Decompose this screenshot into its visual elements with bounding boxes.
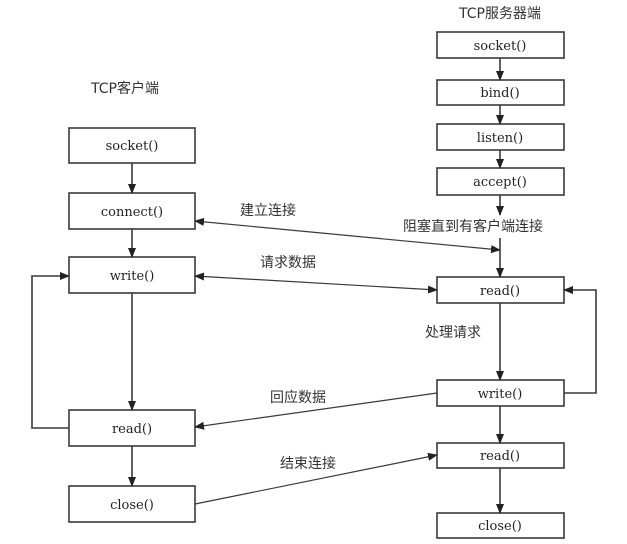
arrow-request-data: [194, 272, 438, 294]
client-write-label: write(): [110, 269, 155, 284]
server-write-box: write(): [436, 379, 565, 407]
annotation-process: 处理请求: [425, 325, 481, 341]
server-listen-box: listen(): [436, 123, 565, 151]
client-close-label: close(): [110, 498, 154, 513]
server-read-label: read(): [480, 284, 520, 299]
client-read-label: read(): [112, 422, 152, 437]
server-bind-box: bind(): [436, 79, 565, 106]
server-title: TCP服务器端: [458, 6, 541, 22]
server-socket-box: socket(): [436, 31, 565, 59]
client-connect-label: connect(): [101, 205, 163, 220]
client-connect-box: connect(): [68, 192, 196, 230]
server-write-label: write(): [478, 387, 523, 402]
client-write-box: write(): [68, 256, 196, 294]
client-read-box: read(): [68, 409, 196, 447]
server-bind-label: bind(): [480, 86, 519, 101]
server-read-2-label: read(): [480, 449, 520, 464]
client-close-box: close(): [68, 485, 196, 523]
client-title: TCP客户端: [90, 80, 159, 97]
server-socket-label: socket(): [474, 39, 527, 54]
label-end-connection: 结束连接: [280, 455, 336, 472]
server-read-2-box: read(): [436, 442, 565, 469]
server-close-box: close(): [436, 512, 565, 539]
server-accept-box: accept(): [436, 167, 565, 196]
arrow-client-loop: [31, 272, 70, 429]
arrow-server-loop: [563, 286, 597, 394]
server-read-box: read(): [436, 276, 565, 304]
annotation-block: 阻塞直到有客户端连接: [403, 218, 543, 235]
client-socket-label: socket(): [106, 139, 159, 154]
server-accept-label: accept(): [473, 175, 527, 190]
arrow-end-connection: [194, 452, 438, 505]
label-establish-connection: 建立连接: [240, 202, 296, 219]
label-request-data: 请求数据: [260, 255, 316, 271]
server-listen-label: listen(): [477, 131, 523, 146]
arrow-response-data: [194, 392, 438, 430]
client-socket-box: socket(): [68, 127, 196, 164]
server-close-label: close(): [478, 519, 522, 534]
arrow-establish-connection: [194, 217, 501, 254]
label-response-data: 回应数据: [270, 389, 326, 406]
